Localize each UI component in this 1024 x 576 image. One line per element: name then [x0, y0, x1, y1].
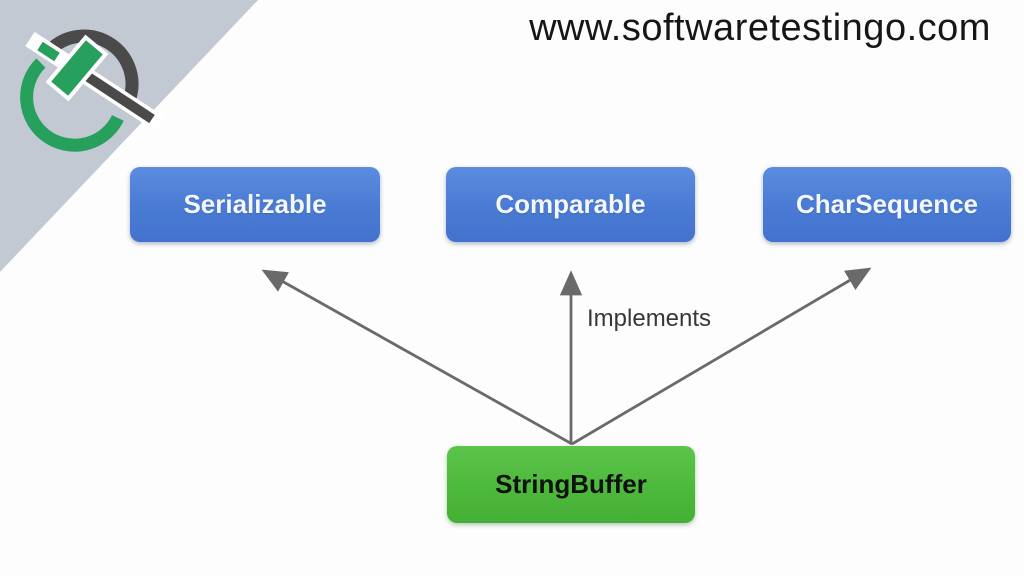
node-serializable: Serializable — [130, 167, 380, 242]
node-charsequence-label: CharSequence — [795, 189, 979, 219]
node-stringbuffer: StringBuffer — [447, 446, 695, 523]
node-serializable-label: Serializable — [183, 189, 327, 219]
softwaretestingo-logo-icon — [20, 29, 165, 152]
node-comparable-label: Comparable — [495, 189, 646, 219]
corner-logo — [0, 0, 258, 272]
node-charsequence: CharSequence — [763, 167, 1011, 242]
edge-label-implements: Implements — [587, 305, 712, 332]
node-comparable: Comparable — [446, 167, 695, 242]
node-stringbuffer-label: StringBuffer — [495, 469, 647, 499]
arrow-to-serializable — [261, 269, 573, 446]
arrow-to-charsequence — [571, 267, 872, 446]
website-url: www.softwaretestingo.com — [529, 6, 991, 49]
